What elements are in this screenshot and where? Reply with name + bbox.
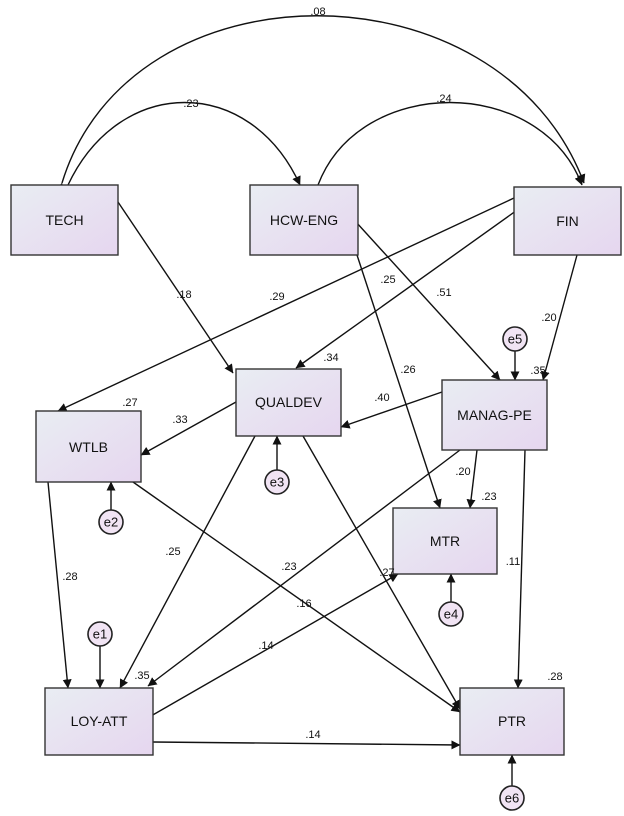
path-label-fin-wtlb: .29 xyxy=(269,291,284,303)
error-label-e1: e1 xyxy=(93,627,107,642)
node-ptr: PTR xyxy=(459,687,565,756)
edges-layer xyxy=(47,15,586,786)
path-label-wtlb-loyatt: .28 xyxy=(62,571,77,583)
path-qualdev-wtlb xyxy=(140,401,237,456)
error-e5: e5 xyxy=(502,326,528,352)
path-managpe-mtr xyxy=(466,449,478,509)
path-label-fin-qualdev: .25 xyxy=(380,274,395,286)
node-wtlb: WTLB xyxy=(35,410,142,483)
error-e4: e4 xyxy=(438,601,464,627)
covariance-tech-fin xyxy=(55,15,586,193)
path-label-managpe-loyatt: .23 xyxy=(281,561,296,573)
node-label-qualdev: QUALDEV xyxy=(255,394,323,410)
node-label-loy-att: LOY-ATT xyxy=(71,713,128,729)
path-label-loyatt-mtr: .14 xyxy=(258,640,273,652)
error-label-e3: e3 xyxy=(270,475,284,490)
node-loy-att: LOY-ATT xyxy=(44,687,154,756)
path-hcw-managpe xyxy=(355,221,501,381)
path-label-tech-qualdev: .18 xyxy=(176,289,191,301)
error-e3: e3 xyxy=(264,469,290,495)
error-label-e5: e5 xyxy=(508,332,522,347)
path-wtlb-ptr xyxy=(132,481,461,713)
error-label-e4: e4 xyxy=(444,607,458,622)
node-label-wtlb: WTLB xyxy=(69,439,108,455)
path-label-fin-managpe: .20 xyxy=(541,312,556,324)
nodes-layer: TECH HCW-ENG FIN QUALDEV MANAG-PE WTLB M… xyxy=(10,184,622,811)
path-label-managpe-mtr: .20 xyxy=(455,466,470,478)
path-label-loyatt-ptr: .14 xyxy=(305,729,320,741)
node-label-tech: TECH xyxy=(45,212,83,228)
node-manag-pe: MANAG-PE xyxy=(441,379,548,451)
path-label-managpe-ptr: .11 xyxy=(506,556,520,568)
path-loyatt-ptr xyxy=(152,740,461,750)
error-label-e6: e6 xyxy=(505,791,519,806)
node-label-fin: FIN xyxy=(556,213,579,229)
covariance-label-tech-hcw: .23 xyxy=(183,98,198,110)
node-fin: FIN xyxy=(513,186,622,256)
r2-label-ptr: .28 xyxy=(547,671,562,683)
path-hcw-mtr xyxy=(356,254,442,509)
path-qualdev-loyatt xyxy=(119,435,256,689)
path-label-qualdev-ptr: .27 xyxy=(379,567,394,579)
labels-layer: .08 .23 .24 .18 .29 .25 .20 .51 .26 .40 … xyxy=(62,6,562,741)
path-label-hcw-mtr: .26 xyxy=(400,364,415,376)
covariance-tech-hcw xyxy=(60,101,301,195)
path-label-managpe-qualdev: .40 xyxy=(374,392,389,404)
error-e6: e6 xyxy=(499,785,525,811)
path-fin-wtlb xyxy=(57,197,515,412)
node-qualdev: QUALDEV xyxy=(235,368,342,437)
path-tech-qualdev xyxy=(117,201,234,374)
path-label-qualdev-loyatt: .25 xyxy=(165,546,180,558)
node-mtr: MTR xyxy=(392,507,498,575)
covariance-label-hcw-fin: .24 xyxy=(436,93,451,105)
node-hcw-eng: HCW-ENG xyxy=(249,184,359,256)
covariance-label-tech-fin: .08 xyxy=(310,6,325,18)
node-label-hcw-eng: HCW-ENG xyxy=(270,212,338,228)
covariance-hcw-fin xyxy=(310,101,584,195)
node-label-ptr: PTR xyxy=(498,713,526,729)
path-label-wtlb-ptr: .16 xyxy=(296,598,311,610)
error-e1: e1 xyxy=(87,621,113,647)
path-fin-qualdev xyxy=(295,207,521,369)
path-fin-managpe xyxy=(540,254,578,381)
r2-label-manag-pe: .35 xyxy=(530,365,545,377)
error-e2: e2 xyxy=(98,509,124,535)
path-qualdev-ptr xyxy=(302,435,461,710)
path-managpe-ptr xyxy=(513,449,526,689)
path-wtlb-loyatt xyxy=(47,481,72,689)
path-managpe-qualdev xyxy=(340,391,443,429)
r2-label-qualdev: .34 xyxy=(323,352,338,364)
path-loyatt-mtr xyxy=(150,573,399,717)
node-tech: TECH xyxy=(10,184,119,256)
r2-label-mtr: .23 xyxy=(481,491,496,503)
node-label-manag-pe: MANAG-PE xyxy=(457,407,532,423)
node-label-mtr: MTR xyxy=(430,533,460,549)
r2-label-wtlb: .27 xyxy=(122,397,137,409)
path-label-hcw-managpe: .51 xyxy=(436,287,451,299)
path-label-qualdev-wtlb: .33 xyxy=(172,414,187,426)
path-managpe-loyatt xyxy=(147,449,461,687)
r2-label-loy-att: .35 xyxy=(134,670,149,682)
error-label-e2: e2 xyxy=(104,515,118,530)
